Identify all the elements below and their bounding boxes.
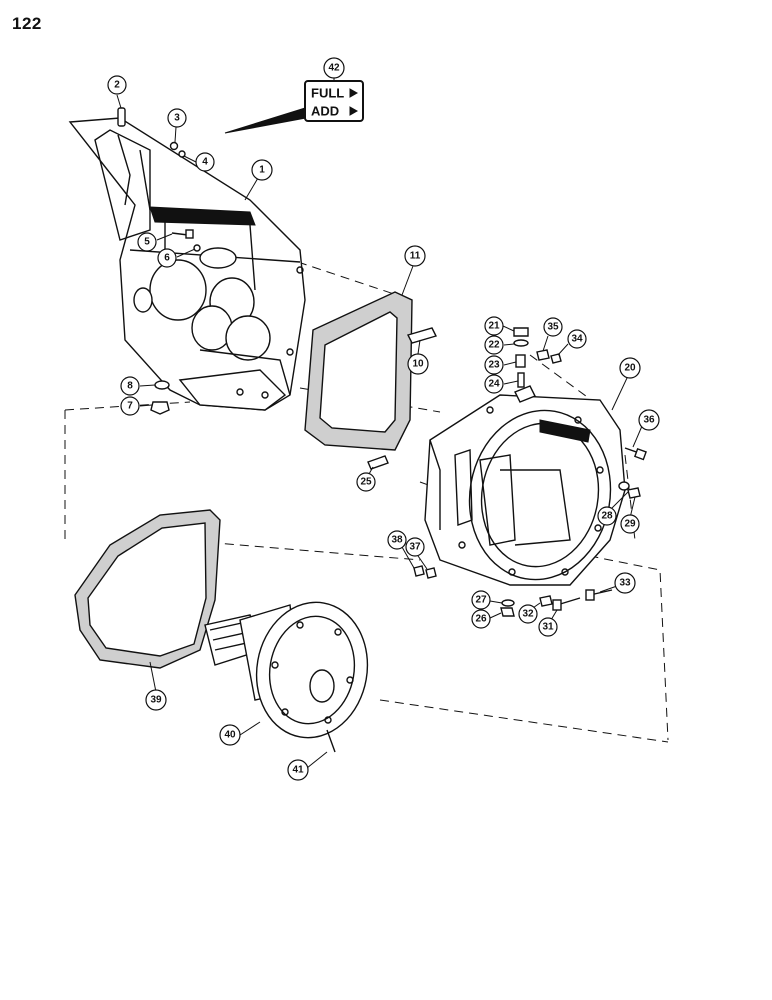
callout-29: 29 <box>620 514 640 534</box>
callout-35: 35 <box>543 317 563 337</box>
callout-29-label: 29 <box>624 519 636 530</box>
callout-21: 21 <box>484 316 504 336</box>
callout-1: 1 <box>251 159 273 181</box>
clutch-housing <box>424 385 626 586</box>
callout-33: 33 <box>614 572 636 594</box>
transmission-case <box>68 117 306 411</box>
callout-11-label: 11 <box>410 251 421 262</box>
callout-34-label: 34 <box>571 334 583 345</box>
callout-25: 25 <box>356 472 376 492</box>
gasket-lower <box>74 509 221 669</box>
housing-bolts-right <box>618 447 647 499</box>
callout-27: 27 <box>471 590 491 610</box>
callout-20: 20 <box>619 357 641 379</box>
callout-22-label: 22 <box>488 340 500 351</box>
housing-fittings <box>513 327 562 388</box>
callout-38: 38 <box>387 530 407 550</box>
callout-2-label: 2 <box>114 80 120 91</box>
callout-35-label: 35 <box>547 322 559 333</box>
callout-42: 42 <box>323 57 345 79</box>
callout-26-label: 26 <box>475 614 487 625</box>
callout-1-label: 1 <box>259 165 265 176</box>
callout-8-label: 8 <box>127 381 133 392</box>
callout-10-label: 10 <box>412 359 424 370</box>
callout-31-label: 31 <box>542 622 554 633</box>
callout-7-label: 7 <box>127 401 133 412</box>
callout-4: 4 <box>195 152 215 172</box>
callout-39-label: 39 <box>150 695 162 706</box>
service-tag: FULL ADD <box>224 80 364 134</box>
callout-24-label: 24 <box>488 379 500 390</box>
tag-line1: FULL <box>311 86 344 101</box>
callout-27-label: 27 <box>475 595 487 606</box>
callout-34: 34 <box>567 329 587 349</box>
callout-7: 7 <box>120 396 140 416</box>
callout-5: 5 <box>137 232 157 252</box>
page-number: 122 <box>12 14 42 33</box>
callout-37-label: 37 <box>409 542 421 553</box>
callout-36: 36 <box>638 409 660 431</box>
callout-31: 31 <box>538 617 558 637</box>
callout-37: 37 <box>405 537 425 557</box>
callout-25-label: 25 <box>360 477 372 488</box>
callout-41: 41 <box>287 759 309 781</box>
callout-28: 28 <box>597 506 617 526</box>
callout-20-label: 20 <box>624 363 636 374</box>
callout-32: 32 <box>518 604 538 624</box>
callout-8: 8 <box>120 376 140 396</box>
callout-21-label: 21 <box>488 321 500 332</box>
callout-23-label: 23 <box>488 360 500 371</box>
callout-6: 6 <box>157 248 177 268</box>
callout-10: 10 <box>407 353 429 375</box>
callout-22: 22 <box>484 335 504 355</box>
callout-3-label: 3 <box>174 113 180 124</box>
callout-3: 3 <box>167 108 187 128</box>
callout-24: 24 <box>484 374 504 394</box>
callout-5-label: 5 <box>144 237 150 248</box>
callout-26: 26 <box>471 609 491 629</box>
callout-33-label: 33 <box>619 578 631 589</box>
callout-39: 39 <box>145 689 167 711</box>
callout-38-label: 38 <box>391 535 403 546</box>
callout-32-label: 32 <box>522 609 534 620</box>
callout-40-label: 40 <box>224 730 236 741</box>
dowel-pins <box>367 327 438 470</box>
callout-28-label: 28 <box>601 511 613 522</box>
callout-4-label: 4 <box>202 157 208 168</box>
tag-box: FULL ADD <box>304 80 364 122</box>
clutch-assembly <box>204 601 369 753</box>
callout-40: 40 <box>219 724 241 746</box>
callout-2: 2 <box>107 75 127 95</box>
callout-23: 23 <box>484 355 504 375</box>
callout-41-label: 41 <box>292 765 304 776</box>
case-hardware <box>117 107 201 415</box>
gasket-upper <box>304 291 413 451</box>
callout-11: 11 <box>404 245 426 267</box>
callout-42-label: 42 <box>328 63 340 74</box>
tag-line2: ADD <box>311 104 339 119</box>
callout-36-label: 36 <box>643 415 655 426</box>
callout-6-label: 6 <box>164 253 170 264</box>
